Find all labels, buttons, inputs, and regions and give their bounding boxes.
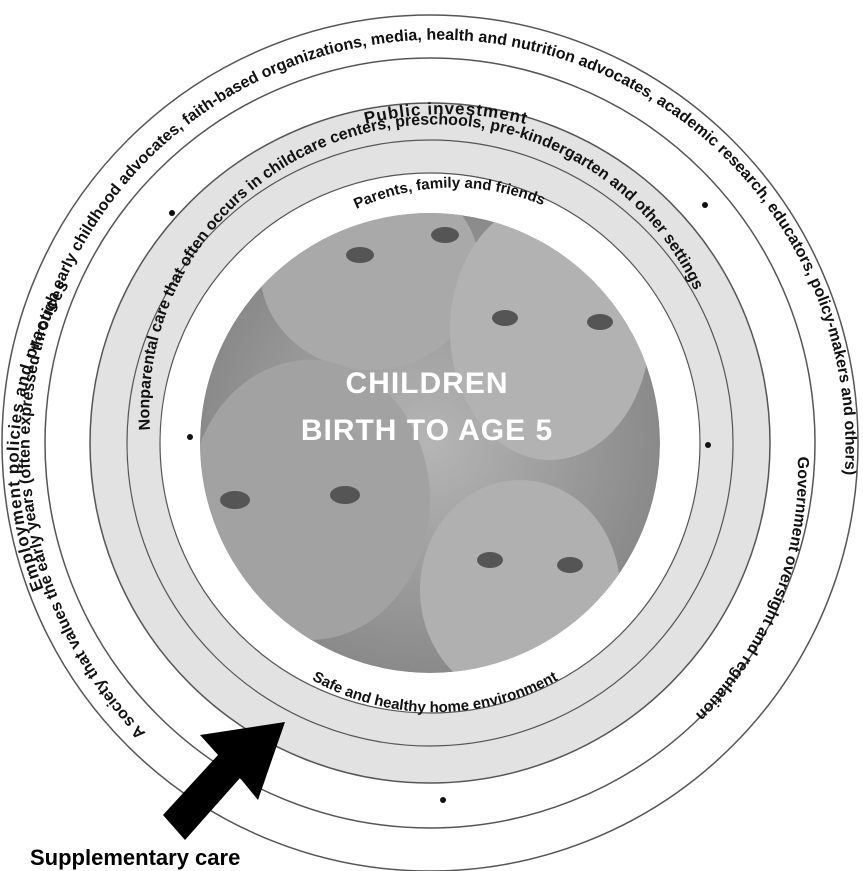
- separator-dot: [705, 442, 711, 448]
- separator-dot: [187, 434, 193, 440]
- center-title-line1: CHILDREN: [346, 367, 509, 400]
- separator-dot: [702, 202, 708, 208]
- separator-dot: [169, 210, 175, 216]
- center-title-line2: BIRTH TO AGE 5: [301, 414, 553, 447]
- separator-dot: [440, 797, 446, 803]
- supplementary-care-arrow: [163, 722, 285, 840]
- supplementary-care-label: Supplementary care: [30, 845, 241, 870]
